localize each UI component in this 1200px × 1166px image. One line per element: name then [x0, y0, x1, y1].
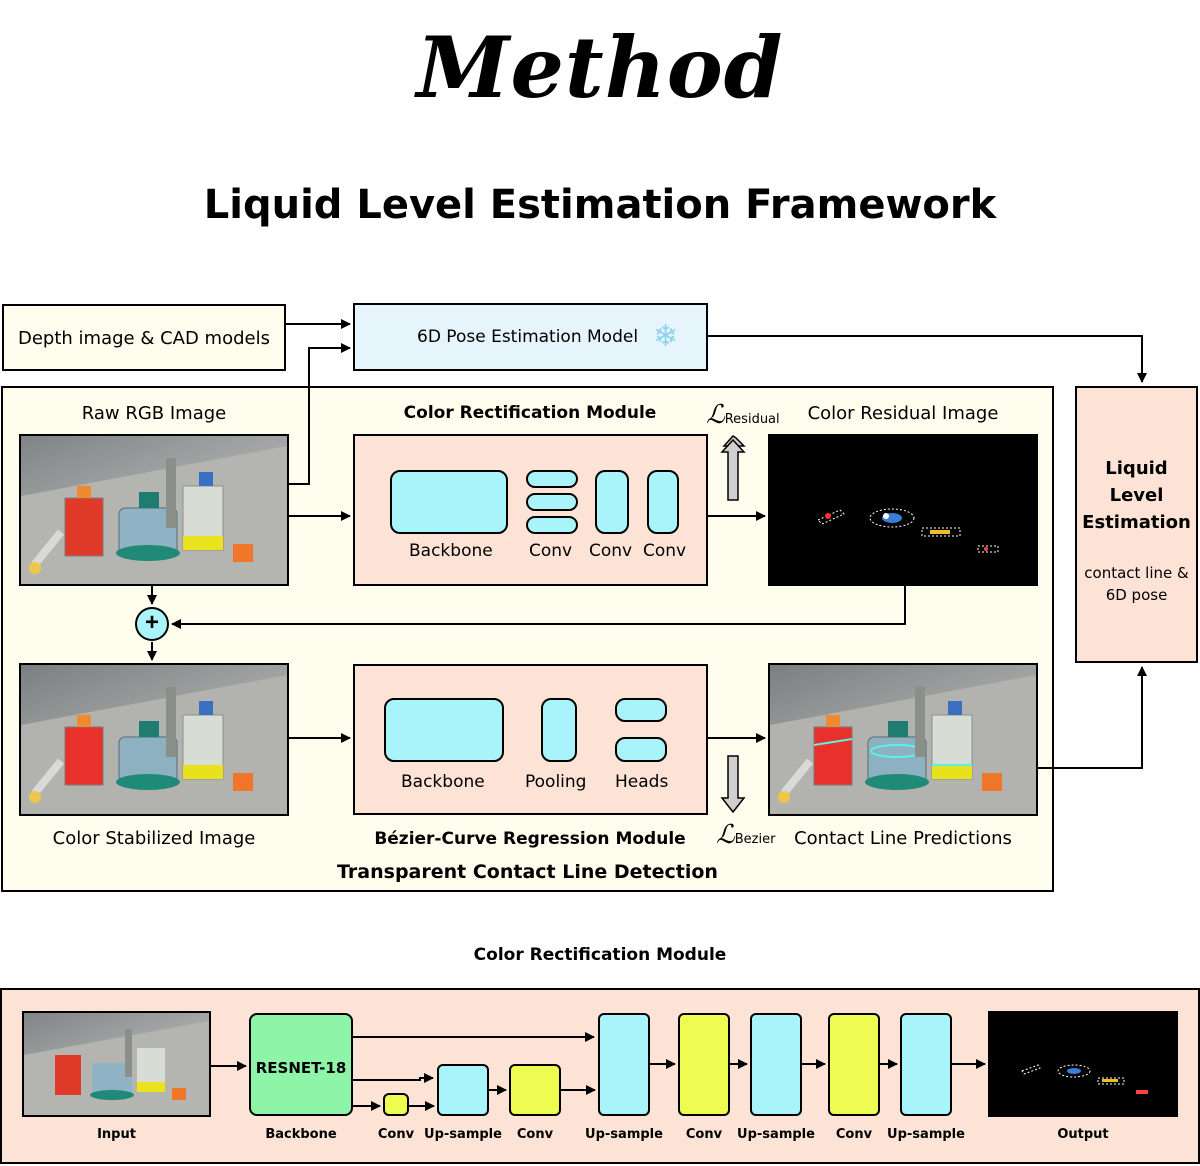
pose-estimation-box: 6D Pose Estimation Model ❄ — [353, 303, 708, 371]
contact-line-image — [768, 663, 1038, 816]
conv-block-2 — [678, 1013, 730, 1116]
conv-block-3 — [828, 1013, 880, 1116]
raw-rgb-label: Raw RGB Image — [81, 403, 227, 424]
bottom-label-upsample-1: Up-sample — [424, 1127, 502, 1142]
contact-scene-illustration — [770, 675, 1036, 814]
bottom-label-conv-small: Conv — [377, 1127, 415, 1142]
cr-label-backbone: Backbone — [409, 541, 493, 561]
bz-label-heads: Heads — [615, 772, 669, 792]
stabilized-scene-illustration — [21, 675, 287, 814]
panel-label: Transparent Contact Line Detection — [337, 861, 718, 883]
bezier-loss-subscript: Bezier — [734, 832, 776, 847]
bottom-output-label: Output — [1057, 1127, 1109, 1142]
cr-label-conv-1: Conv — [529, 541, 573, 561]
bottom-label-upsample-4: Up-sample — [887, 1127, 965, 1142]
cr-backbone-block — [390, 470, 508, 534]
bz-heads-block-2 — [615, 737, 667, 762]
pose-estimation-label: 6D Pose Estimation Model — [417, 327, 639, 347]
depth-cad-label: Depth image & CAD models — [18, 328, 270, 349]
liquid-level-title-2: Level — [1109, 485, 1164, 506]
cr-conv-block-1b — [526, 493, 578, 511]
output-points-illustration — [1021, 1064, 1148, 1094]
plus-icon: + — [135, 607, 169, 641]
raw-rgb-image — [19, 434, 289, 586]
upsample-block-3 — [750, 1013, 802, 1116]
depth-cad-box: Depth image & CAD models — [2, 304, 286, 371]
bz-backbone-block — [384, 698, 504, 762]
loss-symbol-2: ℒ — [716, 820, 735, 850]
cr-label-conv-2: Conv — [589, 541, 633, 561]
loss-symbol: ℒ — [706, 400, 725, 430]
cr-conv-block-3 — [647, 470, 679, 534]
color-rect-module: Backbone Conv Conv Conv — [353, 434, 708, 586]
bz-pooling-block — [541, 698, 577, 762]
bottom-label-upsample-2: Up-sample — [585, 1127, 663, 1142]
upsample-block-2 — [598, 1013, 650, 1116]
bezier-title: Bézier-Curve Regression Module — [374, 829, 686, 849]
cr-conv-block-2 — [595, 470, 629, 534]
cr-label-conv-3: Conv — [643, 541, 687, 561]
liquid-level-title-1: Liquid — [1105, 458, 1168, 479]
bezier-module: Backbone Pooling Heads — [353, 664, 708, 815]
bottom-output-image — [988, 1011, 1178, 1117]
liquid-level-title-3: Estimation — [1082, 512, 1191, 533]
small-conv-block — [383, 1093, 409, 1116]
conv-block-1 — [509, 1064, 561, 1116]
snowflake-icon: ❄ — [653, 319, 679, 354]
residual-loss-subscript: Residual — [724, 412, 780, 427]
bz-heads-block-1 — [615, 698, 667, 722]
liquid-level-box: Liquid Level Estimation contact line & 6… — [1075, 386, 1198, 663]
residual-loss-symbol: ℒResidual — [706, 400, 780, 430]
resnet-block: RESNET-18 — [249, 1013, 353, 1116]
upsample-block-4 — [900, 1013, 952, 1116]
bottom-input-image — [22, 1011, 211, 1117]
cr-conv-block-1a — [526, 470, 578, 488]
color-residual-label: Color Residual Image — [807, 403, 999, 424]
bottom-input-label: Input — [97, 1127, 136, 1142]
color-rect-title: Color Rectification Module — [403, 403, 657, 423]
lab-scene-illustration — [21, 446, 287, 584]
bottom-label-conv-2: Conv — [685, 1127, 723, 1142]
input-scene-illustration — [24, 1021, 209, 1115]
bottom-label-upsample-3: Up-sample — [737, 1127, 815, 1142]
bottom-label-conv-3: Conv — [835, 1127, 873, 1142]
bottom-label-conv-1: Conv — [516, 1127, 554, 1142]
residual-points-illustration — [817, 508, 999, 553]
bezier-loss-symbol: ℒBezier — [716, 820, 775, 850]
bz-label-backbone: Backbone — [401, 772, 485, 792]
color-residual-image — [768, 434, 1038, 586]
bz-label-pooling: Pooling — [525, 772, 587, 792]
cr-conv-block-1c — [526, 516, 578, 534]
page-title: Method — [416, 18, 784, 117]
stabilized-label: Color Stabilized Image — [52, 828, 256, 849]
resnet-label: RESNET-18 — [255, 1059, 347, 1077]
bottom-backbone-label: Backbone — [265, 1127, 337, 1142]
liquid-level-sub-1: contact line & — [1084, 564, 1189, 582]
bottom-title: Color Rectification Module — [473, 945, 727, 965]
framework-title: Liquid Level Estimation Framework — [203, 182, 997, 228]
color-stabilized-image — [19, 663, 289, 816]
contact-preds-label: Contact Line Predictions — [794, 828, 1012, 849]
upsample-block-1 — [437, 1064, 489, 1116]
liquid-level-sub-2: 6D pose — [1105, 586, 1168, 604]
plus-symbol: + — [144, 609, 159, 636]
